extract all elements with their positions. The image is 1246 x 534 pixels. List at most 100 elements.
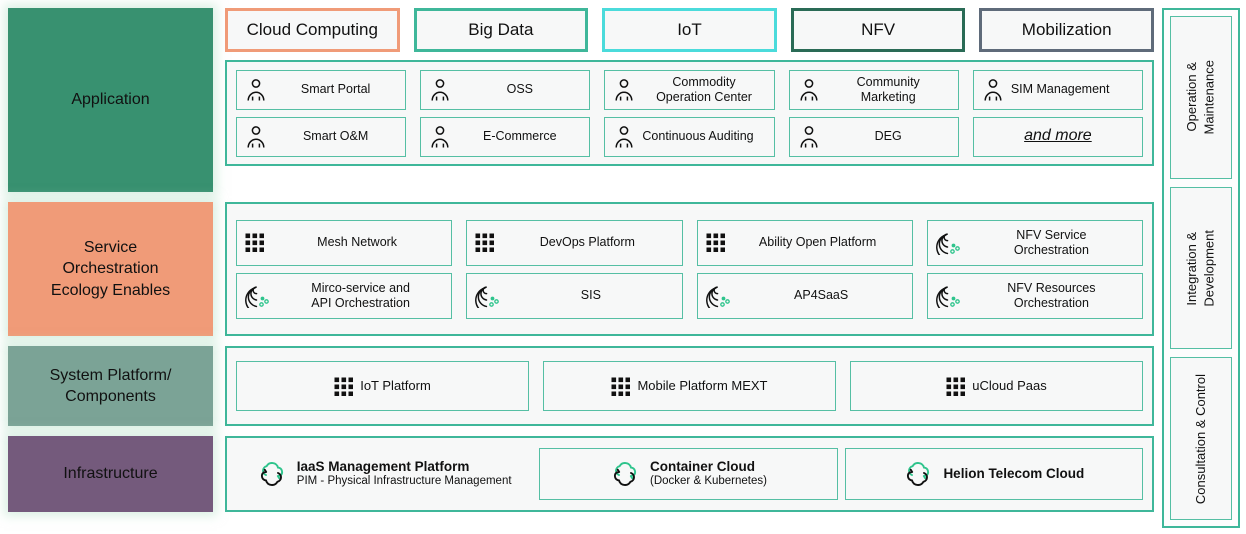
item-title: Helion Telecom Cloud (943, 465, 1085, 481)
infrastructure-items-panel: IaaS Management Platform PIM - Physical … (225, 436, 1154, 512)
tab-label: Mobilization (1021, 20, 1112, 39)
tab-label: IoT (677, 20, 702, 39)
person-icon (613, 125, 635, 149)
grid-dots-icon (245, 233, 264, 252)
svc-item-sis[interactable]: SIS (466, 272, 683, 319)
item-subtitle: PIM - Physical Infrastructure Management (296, 475, 512, 488)
item-label: DEG (874, 129, 902, 144)
item-title: IaaS Management Platform (296, 459, 470, 474)
item-label: Smart Portal (300, 82, 371, 97)
person-icon (245, 78, 267, 102)
sys-item-mobile-platform-mext[interactable]: Mobile Platform MEXT (543, 361, 836, 411)
system-layer-row: System Platform/Components IoT Platform … (8, 346, 1154, 426)
grid-dots-icon (706, 233, 725, 252)
layer-rows: Application Cloud Computing Big Data IoT… (8, 8, 1154, 528)
person-icon (245, 125, 267, 149)
sys-item-ucloud-paas[interactable]: uCloud Paas (850, 361, 1143, 411)
sidebar-item-label: Operation &Maintenance (1184, 60, 1217, 135)
orchestration-icon (705, 284, 732, 308)
cloud-refresh-icon (903, 461, 933, 487)
sidebar-item-label: Integration &Development (1184, 229, 1217, 307)
tab-label: Cloud Computing (246, 20, 378, 39)
sidebar-item-consultation-control[interactable]: Consultation & Control (1170, 357, 1232, 521)
orchestration-icon (475, 284, 501, 308)
inf-item-container-cloud[interactable]: Container Cloud (Docker & Kubernetes) (539, 448, 838, 500)
grid-dots-icon (475, 233, 495, 252)
svc-item-mesh-network[interactable]: Mesh Network (236, 219, 453, 266)
orchestration-icon (935, 284, 962, 308)
grid-dots-icon (946, 377, 966, 396)
grid-dots-icon (611, 377, 631, 396)
tab-cloud-computing[interactable]: Cloud Computing (225, 8, 400, 52)
person-icon (798, 125, 820, 149)
item-label: OSS (506, 82, 533, 97)
item-label: SIM Management (1010, 82, 1110, 97)
svc-item-ap4saas[interactable]: AP4SaaS (696, 272, 913, 319)
item-label: Mobile Platform MEXT (637, 378, 768, 394)
cloud-refresh-icon (610, 461, 640, 487)
sidebar-item-integration-development[interactable]: Integration &Development (1170, 186, 1232, 350)
app-item-oss[interactable]: OSS (420, 69, 591, 110)
item-text: Container Cloud (Docker & Kubernetes) (650, 459, 767, 489)
orchestration-icon (245, 284, 271, 308)
app-item-and-more[interactable]: and more (972, 116, 1144, 157)
item-label: E-Commerce (482, 129, 557, 144)
app-item-smart-om[interactable]: Smart O&M (236, 116, 407, 157)
service-items-row-1: Mesh Network DevOps Platform Ability Ope… (236, 219, 1143, 266)
app-item-sim-management[interactable]: SIM Management (972, 69, 1144, 110)
inf-item-iaas-management-platform[interactable]: IaaS Management Platform PIM - Physical … (236, 448, 532, 500)
item-label: DevOps Platform (539, 235, 635, 250)
application-layer-label: Application (8, 8, 213, 192)
item-text: IaaS Management Platform PIM - Physical … (297, 459, 512, 489)
service-items-panel: Mesh Network DevOps Platform Ability Ope… (225, 202, 1154, 336)
item-subtitle: (Docker & Kubernetes) (650, 475, 767, 488)
tab-mobilization[interactable]: Mobilization (979, 8, 1154, 52)
app-item-e-commerce[interactable]: E-Commerce (420, 116, 591, 157)
item-text: Helion Telecom Cloud (943, 466, 1084, 482)
tab-big-data[interactable]: Big Data (413, 8, 589, 52)
app-item-smart-portal[interactable]: Smart Portal (236, 69, 407, 110)
tab-nfv[interactable]: NFV (790, 8, 966, 52)
application-items-row-2: Smart O&M E-Commerce Continuous Auditing (236, 116, 1144, 157)
tab-label: NFV (861, 20, 896, 39)
person-icon (613, 78, 635, 102)
item-label: and more (1024, 127, 1092, 145)
item-label: IoT Platform (360, 378, 431, 394)
app-item-deg[interactable]: DEG (788, 116, 959, 157)
sys-item-iot-platform[interactable]: IoT Platform (236, 361, 529, 411)
inf-item-helion-telecom-cloud[interactable]: Helion Telecom Cloud (844, 448, 1143, 500)
application-layer-row: Application Cloud Computing Big Data IoT… (8, 8, 1154, 192)
sidebar-item-label: Consultation & Control (1193, 373, 1209, 504)
svc-item-devops-platform[interactable]: DevOps Platform (466, 219, 683, 266)
application-content: Cloud Computing Big Data IoT NFV Mobiliz… (225, 8, 1154, 192)
person-icon (798, 78, 820, 102)
system-layer-label: System Platform/Components (8, 346, 213, 426)
system-items-panel: IoT Platform Mobile Platform MEXT uCloud… (225, 346, 1154, 426)
sidebar-item-operation-maintenance[interactable]: Operation &Maintenance (1170, 16, 1232, 179)
lifecycle-sidebar: Operation &Maintenance Integration &Deve… (1162, 8, 1240, 528)
infrastructure-layer-row: Infrastructure IaaS Management Platform … (8, 436, 1154, 512)
item-label: Smart O&M (302, 129, 369, 144)
cloud-refresh-icon (257, 461, 287, 487)
app-item-continuous-auditing[interactable]: Continuous Auditing (604, 116, 775, 157)
svc-item-ability-open-platform[interactable]: Ability Open Platform (696, 219, 913, 266)
orchestration-icon (935, 231, 962, 255)
item-title: Container Cloud (650, 459, 755, 474)
tab-iot[interactable]: IoT (602, 8, 777, 52)
